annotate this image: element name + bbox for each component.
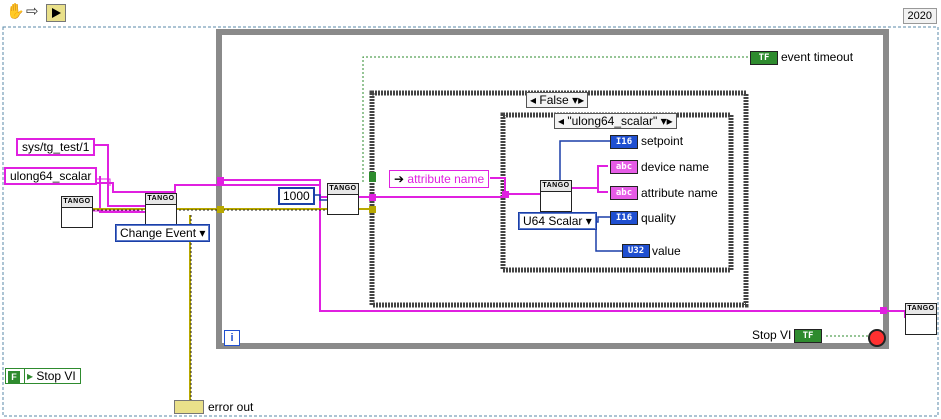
quality-indicator-terminal: I16	[610, 211, 638, 225]
setpoint-indicator-terminal: I16	[610, 135, 638, 149]
arrow-right-icon: ▸	[27, 369, 34, 383]
setpoint-label: setpoint	[641, 134, 684, 148]
diagram-boundary	[2, 26, 939, 417]
tango-open-vi[interactable]: TANGO	[61, 196, 93, 228]
chevron-left-icon: ◂	[530, 93, 537, 107]
stop-vi-control[interactable]: F	[5, 368, 25, 384]
stop-vi-loop-label: Stop VI	[752, 328, 792, 342]
device-name-indicator-terminal: abc	[610, 160, 638, 174]
chevron-down-icon: ▾	[199, 226, 206, 240]
chevron-down-icon: ▾	[660, 114, 667, 128]
toolbar: ✋ ⇨ 2020	[0, 0, 941, 26]
chevron-right-icon: ▸	[666, 114, 673, 128]
tunnel	[369, 206, 376, 213]
value-indicator-terminal: U32	[622, 244, 650, 258]
stop-condition-icon[interactable]	[868, 329, 886, 347]
tunnel	[369, 172, 376, 182]
attribute-name-indicator-terminal: abc	[610, 186, 638, 200]
inner-case-selector[interactable]: ◂ "ulong64_scalar" ▾▸	[554, 113, 677, 129]
value-label: value	[652, 244, 681, 258]
chevron-left-icon: ◂	[558, 114, 565, 128]
chevron-down-icon: ▾	[572, 93, 579, 107]
tunnel	[369, 194, 376, 201]
stop-vi-constant[interactable]: ▸ Stop VI	[24, 368, 81, 384]
tunnel	[502, 191, 509, 198]
quality-label: quality	[641, 211, 676, 225]
string-wires-thin	[93, 178, 140, 212]
tunnel	[217, 206, 224, 213]
string-wires	[93, 144, 906, 318]
tango-read-event-vi[interactable]: TANGO	[540, 180, 572, 212]
iteration-terminal: i	[224, 330, 240, 346]
arrow-right-icon: ➔	[394, 172, 405, 186]
attribute-name-label: attribute name	[641, 186, 718, 200]
tango-close-vi[interactable]: TANGO	[905, 303, 937, 335]
data-type-enum[interactable]: U64 Scalar ▾	[518, 212, 597, 230]
error-out-label: error out	[208, 400, 254, 414]
error-out-terminal	[174, 400, 204, 414]
boolean-wires	[362, 56, 868, 337]
error-wires-dash	[93, 209, 327, 400]
tango-wait-event-vi[interactable]: TANGO	[327, 183, 359, 215]
unbundle-attribute-name[interactable]: ➔ attribute name	[389, 170, 490, 188]
event-timeout-label: event timeout	[781, 50, 854, 64]
tunnel	[880, 307, 887, 314]
arrow-right-icon[interactable]: ⇨	[26, 3, 39, 20]
device-name-control[interactable]: sys/tg_test/1	[16, 138, 96, 156]
outer-case-selector[interactable]: ◂ False ▾▸	[526, 92, 589, 108]
event-timeout-terminal: TF	[750, 51, 778, 65]
stop-vi-loop-terminal: TF	[794, 329, 822, 343]
attribute-name-control[interactable]: ulong64_scalar	[4, 167, 98, 185]
version-label: 2020	[902, 8, 937, 24]
hand-icon[interactable]: ✋	[6, 3, 25, 20]
chevron-down-icon: ▾	[585, 214, 592, 228]
chevron-right-icon: ▸	[578, 93, 585, 107]
tango-subscribe-vi[interactable]: TANGO	[145, 193, 177, 225]
device-name-label: device name	[641, 160, 710, 174]
while-loop-frame	[216, 29, 889, 349]
event-type-enum[interactable]: Change Event ▾	[115, 224, 211, 242]
tunnel	[217, 177, 224, 184]
timeout-constant[interactable]: 1000	[278, 187, 315, 205]
run-icon[interactable]	[46, 4, 66, 22]
